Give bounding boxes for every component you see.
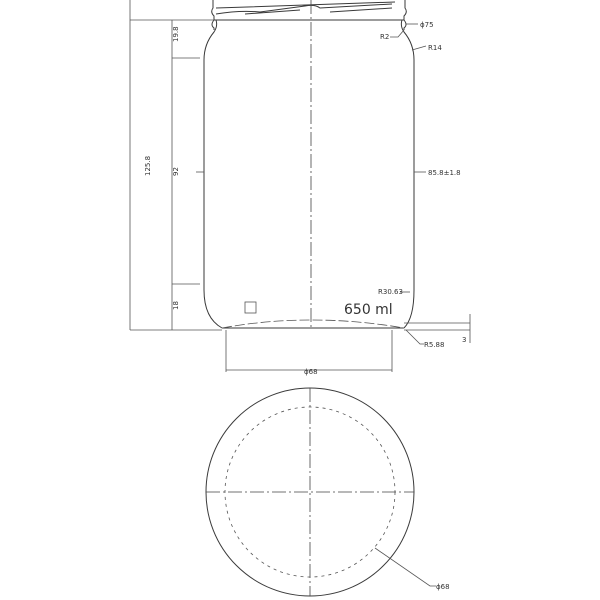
neck-radius-label: R2 bbox=[380, 33, 389, 41]
body-diameter-label: 85.8±1.8 bbox=[428, 169, 461, 177]
capacity-label: 650 ml bbox=[344, 302, 393, 318]
base-diameter-label: ϕ68 bbox=[304, 368, 318, 376]
base-height-label: 18 bbox=[172, 301, 180, 310]
overall-height-label: 125.8 bbox=[144, 156, 152, 176]
neck-diameter-label: ϕ75 bbox=[420, 21, 434, 29]
mold-mark-square bbox=[244, 301, 257, 314]
shoulder-height-label: 19.8 bbox=[172, 26, 180, 42]
base-recess-label: 3 bbox=[462, 336, 466, 344]
shoulder-radius-label: R14 bbox=[428, 44, 442, 52]
body-height-label: 92 bbox=[172, 167, 180, 176]
jar-front-view bbox=[203, 0, 415, 330]
heel-radius-label: R30.63 bbox=[378, 288, 403, 296]
height-dimensions bbox=[129, 0, 222, 331]
jar-bottom-view bbox=[205, 387, 436, 597]
knurl-diameter-label: ϕ68 bbox=[436, 583, 450, 591]
base-edge-radius-label: R5.88 bbox=[424, 341, 444, 349]
